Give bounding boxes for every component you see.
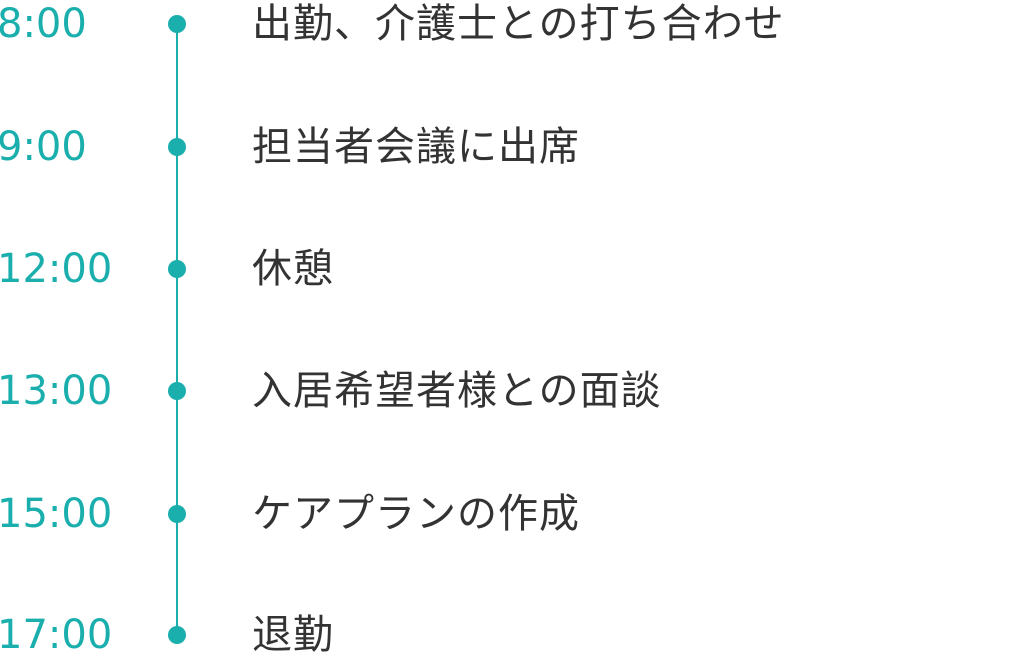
timeline-item: 15:00 ケアプランの作成 bbox=[0, 484, 1010, 544]
timeline-item: 17:00 退勤 bbox=[0, 605, 1010, 665]
timeline-line bbox=[176, 22, 178, 636]
timeline-event: 退勤 bbox=[252, 612, 334, 658]
timeline-dot-icon bbox=[168, 626, 186, 644]
timeline-event: 休憩 bbox=[252, 246, 334, 292]
timeline-time: 13:00 bbox=[0, 368, 113, 414]
timeline-time: 17:00 bbox=[0, 612, 113, 658]
timeline-event: 出勤、介護士との打ち合わせ bbox=[252, 1, 785, 47]
timeline-time: 12:00 bbox=[0, 246, 113, 292]
timeline-event: ケアプランの作成 bbox=[252, 491, 580, 537]
timeline-dot-icon bbox=[168, 260, 186, 278]
timeline-time: 15:00 bbox=[0, 491, 113, 537]
timeline-item: 13:00 入居希望者様との面談 bbox=[0, 361, 1010, 421]
timeline-dot-icon bbox=[168, 138, 186, 156]
timeline-item: 9:00 担当者会議に出席 bbox=[0, 117, 1010, 177]
timeline-dot-icon bbox=[168, 382, 186, 400]
timeline-time: 8:00 bbox=[0, 1, 87, 47]
timeline-event: 入居希望者様との面談 bbox=[252, 368, 662, 414]
timeline-time: 9:00 bbox=[0, 124, 87, 170]
timeline-event: 担当者会議に出席 bbox=[252, 124, 580, 170]
timeline-dot-icon bbox=[168, 505, 186, 523]
timeline-item: 12:00 休憩 bbox=[0, 239, 1010, 299]
timeline-dot-icon bbox=[168, 15, 186, 33]
timeline-item: 8:00 出勤、介護士との打ち合わせ bbox=[0, 0, 1010, 54]
